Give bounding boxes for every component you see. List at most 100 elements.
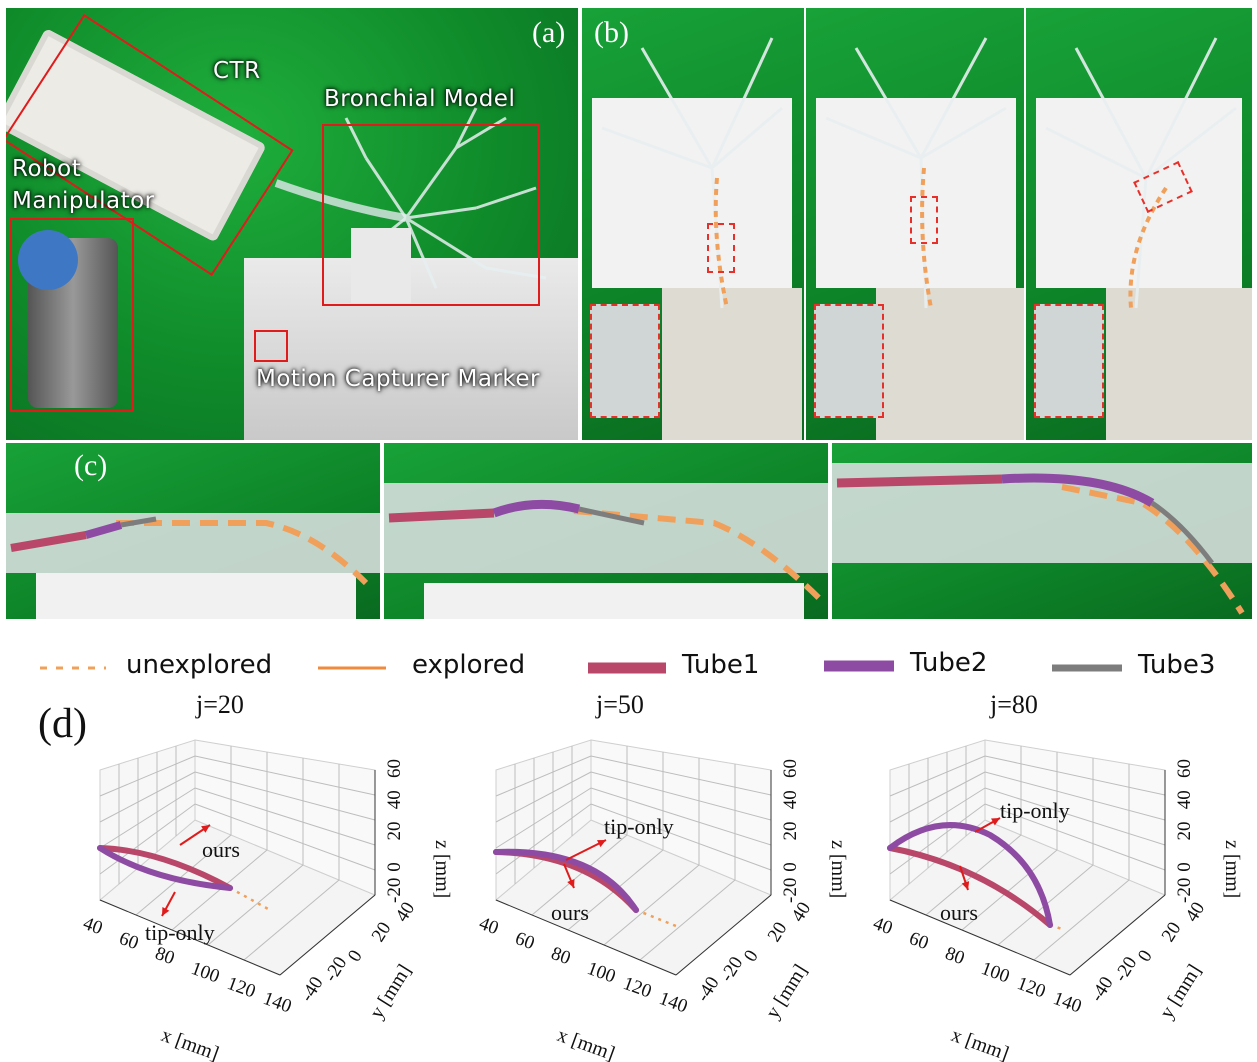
- z-tick-label: 40: [384, 790, 405, 809]
- y-axis-label: y [mm]: [1156, 961, 1206, 1023]
- grid-line: [531, 834, 628, 916]
- grid-line: [495, 787, 592, 849]
- tube-curve-tip-only: [97, 845, 233, 891]
- panel-a-label: (a): [532, 16, 566, 49]
- z-axis-label: z [mm]: [431, 840, 453, 898]
- arrow-lower-head: [567, 879, 575, 888]
- z-axis-label: z [mm]: [827, 840, 849, 898]
- photo-panel-c2: [384, 443, 828, 619]
- grid-line: [99, 787, 196, 849]
- grid-line: [194, 787, 376, 846]
- x-tick-label: 120: [620, 973, 654, 1002]
- ctr-annotation: CTR: [213, 58, 261, 84]
- grid-line: [1033, 879, 1130, 961]
- z-tick-label: -20: [384, 878, 405, 903]
- z-tick-label: 60: [1174, 759, 1195, 778]
- robot-annotation-line1: Robot: [12, 156, 82, 182]
- x-tick-label: 100: [584, 958, 618, 987]
- y-tick-label: -20: [1110, 953, 1141, 986]
- y-tick-label: -40: [1086, 973, 1117, 1006]
- z-tick-label: 0: [1174, 862, 1195, 872]
- plot3-title: j=80: [990, 690, 1038, 719]
- robot-manipulator-box: [10, 218, 134, 412]
- robot-annotation-line2: Manipulator: [12, 188, 155, 214]
- y-tick-label: -20: [716, 953, 747, 986]
- y-tick-label: -40: [296, 973, 327, 1006]
- z-tick-label: -20: [1174, 878, 1195, 903]
- plot2-title: j=50: [596, 690, 644, 719]
- x-tick-label: 80: [152, 943, 177, 969]
- z-axis-label: z [mm]: [1221, 840, 1243, 898]
- x-axis-label: x [mm]: [554, 1024, 617, 1062]
- x-axis-line: [889, 899, 1071, 976]
- arrow-lower-head: [961, 881, 970, 890]
- separator-ab: [578, 8, 580, 440]
- x-tick-label: 60: [906, 928, 931, 954]
- panel-d-label: (d): [38, 701, 87, 747]
- grid-line: [590, 787, 772, 846]
- tube-curve-ours: [887, 845, 1053, 928]
- annotation-upper: tip-only: [604, 814, 674, 839]
- x-axis-label: x [mm]: [158, 1024, 221, 1062]
- annotation-lower: tip-only: [145, 920, 215, 945]
- y-tick-label: -40: [692, 973, 723, 1006]
- grid-line: [194, 803, 376, 871]
- bronchial-model-illustration: [274, 107, 547, 303]
- photo-panel-b2: [806, 8, 1024, 440]
- z-tick-label: 20: [1174, 822, 1195, 841]
- x-axis-label: x [mm]: [948, 1024, 1011, 1062]
- y-tick-label: 20: [764, 918, 792, 945]
- z-tick-label: 0: [384, 862, 405, 872]
- y-axis-line: [1069, 894, 1166, 976]
- grid-line: [590, 771, 772, 821]
- arrow-upper-head: [201, 825, 210, 833]
- x-tick-label: 60: [512, 928, 537, 954]
- z-tick-label: 20: [384, 822, 405, 841]
- x-tick-label: 100: [188, 958, 222, 987]
- grid-line: [194, 755, 376, 796]
- annotation-upper: tip-only: [1000, 798, 1070, 823]
- arrow-upper-head: [991, 818, 1000, 826]
- x-tick-label: 60: [116, 928, 141, 954]
- grid-line: [194, 771, 376, 821]
- grid-line: [889, 771, 986, 823]
- tube-curve-tip-only: [493, 848, 639, 913]
- separator-bc: [6, 441, 1252, 443]
- z-tick-label: 20: [780, 822, 801, 841]
- y-axis-line: [279, 894, 376, 976]
- legend: unexplored explored Tube1 Tube2 Tube3: [40, 648, 1216, 680]
- x-tick-label: 120: [224, 973, 258, 1002]
- grid-line: [135, 834, 232, 916]
- plot1-title: j=20: [196, 690, 244, 719]
- x-tick-label: 120: [1014, 973, 1048, 1002]
- grid-line: [243, 879, 340, 961]
- z-tick-label: 60: [384, 759, 405, 778]
- grid-line: [99, 803, 196, 875]
- grid-line: [984, 755, 1166, 796]
- grid-line: [99, 771, 196, 823]
- robot-joint: [18, 230, 78, 290]
- y-axis-line: [675, 894, 772, 976]
- x-tick-label: 40: [476, 913, 501, 939]
- grid-line: [495, 803, 592, 875]
- grid-line: [99, 755, 196, 797]
- photo-panel-b3: [1026, 8, 1252, 440]
- x-tick-label: 40: [870, 913, 895, 939]
- grid-line: [889, 803, 986, 875]
- y-tick-label: -20: [320, 953, 351, 986]
- grid-line: [590, 755, 772, 796]
- grid-line: [603, 864, 700, 946]
- photo-panel-c1: (c): [6, 443, 380, 619]
- x-tick-label: 140: [1050, 988, 1084, 1017]
- annotation-lower: ours: [940, 900, 978, 925]
- grid-line: [889, 755, 986, 797]
- marker-annotation: Motion Capturer Marker: [256, 366, 541, 392]
- photo-panel-a: (a) CTR Bronchial Model Robot Manipulato…: [6, 8, 578, 440]
- tube-curve-ours: [97, 845, 233, 891]
- grid-line: [495, 755, 592, 797]
- x-tick-label: 100: [978, 958, 1012, 987]
- grid-line: [961, 849, 1058, 931]
